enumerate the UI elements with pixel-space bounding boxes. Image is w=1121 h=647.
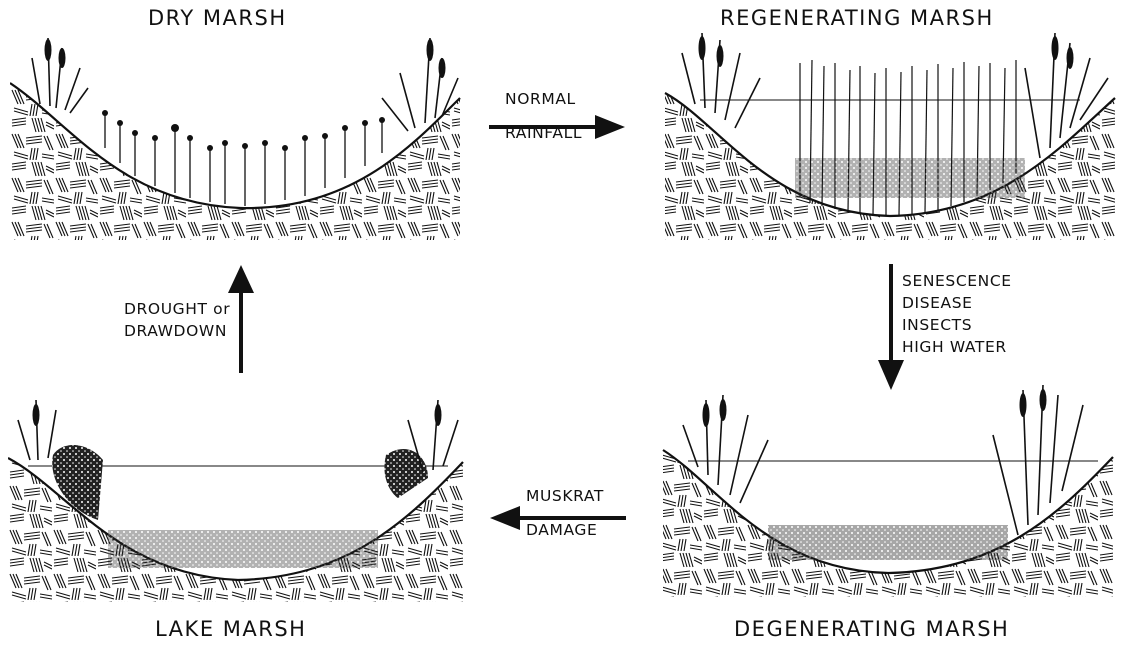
transition-text: INSECTS: [902, 314, 1012, 336]
label-dry-to-regenerating: NORMAL RAINFALL: [505, 88, 582, 144]
label-degenerating-to-lake: MUSKRAT DAMAGE: [526, 485, 604, 541]
transition-text: DROUGHT or: [124, 298, 230, 320]
transition-text: NORMAL: [505, 88, 582, 110]
transition-text: MUSKRAT: [526, 485, 604, 507]
transition-text: DISEASE: [902, 292, 1012, 314]
transition-text: DRAWDOWN: [124, 320, 230, 342]
stage-title-degenerating: DEGENERATING MARSH: [734, 617, 1009, 641]
label-regenerating-to-degenerating: SENESCENCE DISEASE INSECTS HIGH WATER: [902, 270, 1012, 358]
transition-text: RAINFALL: [505, 122, 582, 144]
regenerating-marsh-illustration: [660, 28, 1120, 243]
stage-title-lake: LAKE MARSH: [155, 617, 306, 641]
label-lake-to-dry: DROUGHT or DRAWDOWN: [124, 298, 230, 342]
transition-text: DAMAGE: [526, 519, 604, 541]
transition-text: HIGH WATER: [902, 336, 1012, 358]
transition-text: SENESCENCE: [902, 270, 1012, 292]
degenerating-marsh-illustration: [658, 375, 1118, 600]
stage-title-regenerating: REGENERATING MARSH: [720, 6, 994, 30]
dry-marsh-illustration: [10, 28, 470, 243]
arrow-lake-to-dry: [226, 263, 256, 375]
stage-title-dry: DRY MARSH: [148, 6, 287, 30]
lake-marsh-illustration: [8, 380, 468, 605]
